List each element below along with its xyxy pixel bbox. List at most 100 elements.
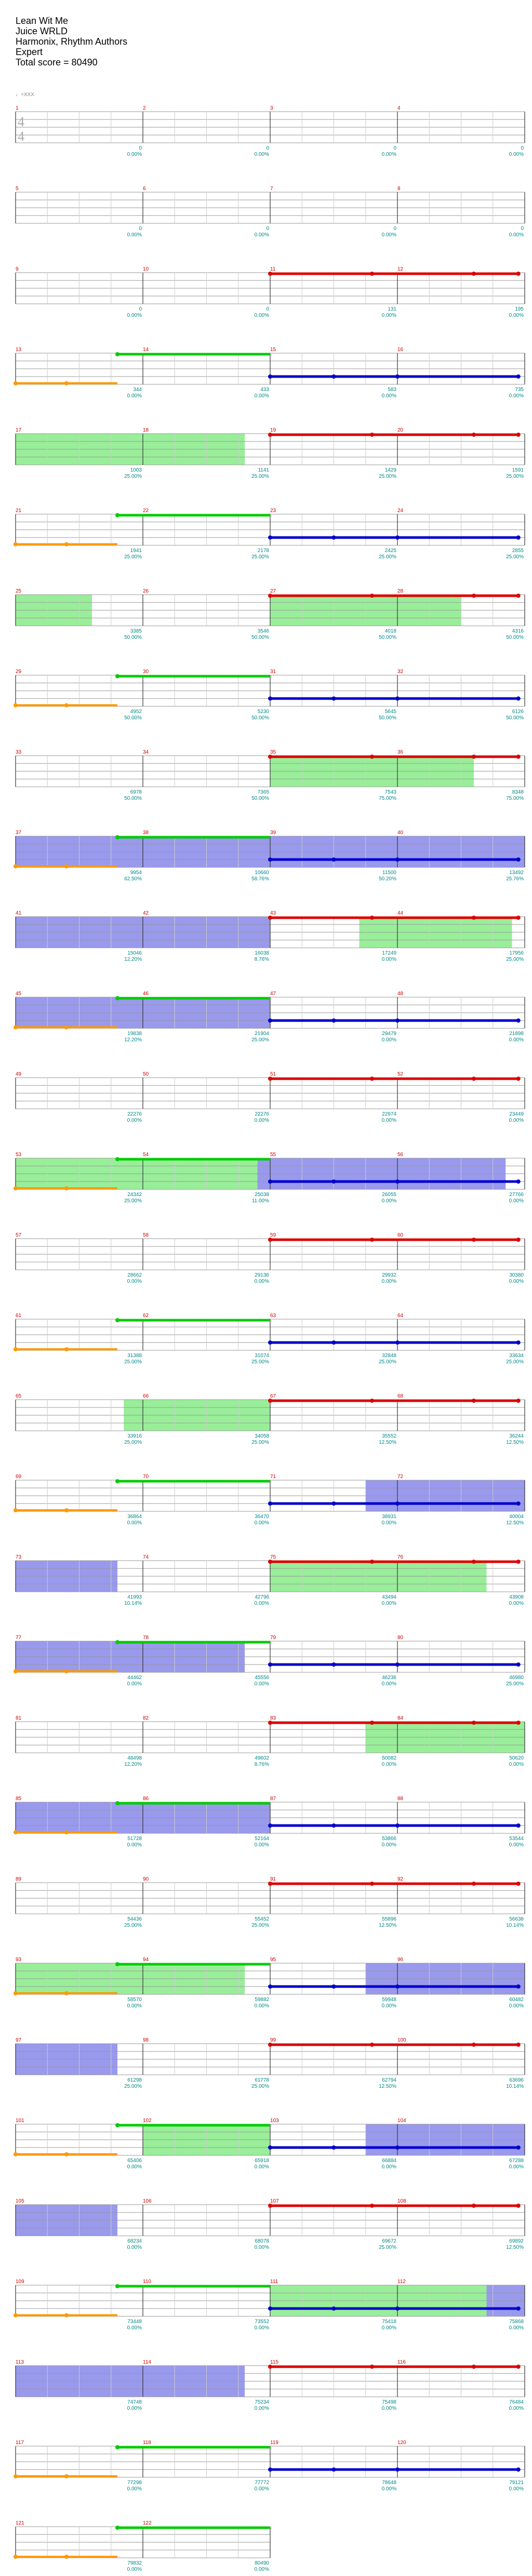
red-note [472,2204,476,2208]
measure-number: 12 [397,266,404,272]
measure-score: 2425 [385,548,397,554]
measure-score: 55896 [382,1916,396,1922]
measure-percent: 25.00% [251,1440,269,1445]
measure-percent: 0.00% [127,1118,142,1123]
blue-note [268,2306,272,2311]
measure-score: 1591 [512,467,524,473]
measure-number: 109 [16,2279,24,2285]
measure-number: 48 [397,991,404,997]
measure-percent: 11.00% [252,1198,269,1204]
measure-percent: 0.00% [255,2325,269,2331]
measure-score: 23449 [509,1111,524,1117]
measure-number: 83 [270,1715,276,1721]
staff-row: 69368640.00%70364700.00%71389310.00%7240… [14,1474,525,1526]
measure-number: 92 [397,1876,404,1882]
measure-number: 100 [397,2037,406,2043]
measure-score: 32848 [382,1353,396,1359]
measure-number: 36 [397,749,404,755]
measure-percent: 0.00% [509,1037,524,1043]
measure-score: 80490 [255,2560,269,2566]
blue-note [395,696,400,701]
measure-score: 4018 [385,628,397,634]
orange-note [14,542,18,546]
measure-percent: 0.00% [509,2325,524,2331]
measure-score: 56638 [509,1916,524,1922]
staff-row: 49222760.00%50222760.00%51229740.00%5223… [15,1071,525,1123]
measure-number: 38 [143,830,149,836]
blue-note [395,2145,400,2150]
measure-score: 5645 [385,709,397,715]
measure-number: 82 [143,1715,149,1721]
measure-score: 4952 [130,709,142,715]
blue-note [331,1018,336,1023]
measure-percent: 50.00% [379,715,396,721]
measure-percent: 0.00% [255,152,269,157]
staff-row: 451983812.20%462190425.00%47294790.00%48… [14,991,525,1043]
green-note [115,1157,119,1161]
orange-note [14,864,18,868]
measure-number: 19 [270,427,276,433]
measure-percent: 12.50% [379,2084,396,2089]
staff-row: 411504612.20%42160388.76%43172490.00%441… [15,910,525,962]
measure-number: 101 [16,2118,24,2124]
red-note [472,1238,476,1242]
staff-row: 33697850.00%34736550.00%35754375.00%3683… [15,749,525,801]
red-note [472,433,476,437]
blue-note [516,1501,521,1506]
measure-score: 33916 [127,1433,142,1439]
measure-number: 112 [397,2279,406,2285]
measure-percent: 0.00% [382,1681,396,1687]
measure-number: 4 [397,105,401,111]
measure-percent: 0.00% [255,2567,269,2572]
measure-percent: 50.00% [506,715,524,721]
blue-note [331,2145,336,2150]
red-note [370,1399,374,1403]
measure-score: 43908 [509,1594,524,1600]
measure-number: 52 [397,1071,404,1077]
measure-percent: 12.50% [506,1520,524,1526]
measure-score: 73448 [127,2319,142,2325]
measure-percent: 25.00% [506,1681,524,1687]
measure-percent: 25.00% [251,2084,269,2089]
red-note [472,755,476,759]
measure-score: 61778 [255,2077,269,2083]
measure-score: 58570 [127,1997,142,2003]
measure-percent: 50.00% [251,796,269,801]
measure-percent: 25.00% [506,474,524,479]
measure-percent: 50.00% [124,635,142,640]
green-note [115,835,119,839]
orange-note [14,1186,18,1190]
staff-row: 105682340.00%106680780.00%1076967225.00%… [15,2198,525,2250]
green-note [115,2123,119,2127]
measure-number: 85 [16,1796,22,1802]
measure-score: 59882 [255,1997,269,2003]
total-score: Total score = 80490 [16,57,98,68]
orange-note [64,1830,69,1834]
measure-percent: 0.00% [382,1037,396,1043]
measure-number: 24 [397,508,404,514]
blue-note [331,1984,336,1989]
staff-row: 500.00%600.00%700.00%800.00% [15,186,525,238]
measure-percent: 0.00% [127,393,142,399]
measure-percent: 0.00% [127,1520,142,1526]
measure-score: 54436 [127,1916,142,1922]
red-note [472,1882,476,1886]
orange-note [14,2555,18,2559]
measure-number: 70 [143,1474,149,1480]
measure-score: 34058 [255,1433,269,1439]
measure-score: 344 [133,387,142,393]
orange-note [14,2474,18,2478]
orange-note [14,1991,18,1995]
measure-score: 62794 [382,2077,396,2083]
blue-note [395,1823,400,1828]
measure-score: 75868 [509,2319,524,2325]
measure-score: 11500 [382,870,397,876]
blue-note [516,2145,521,2150]
blue-note [331,1823,336,1828]
measure-score: 21904 [255,1031,269,1037]
measure-number: 88 [397,1796,404,1802]
blue-note [516,857,521,862]
measure-percent: 0.00% [255,2003,269,2009]
measure-score: 74748 [127,2399,142,2405]
blue-note [268,535,272,540]
